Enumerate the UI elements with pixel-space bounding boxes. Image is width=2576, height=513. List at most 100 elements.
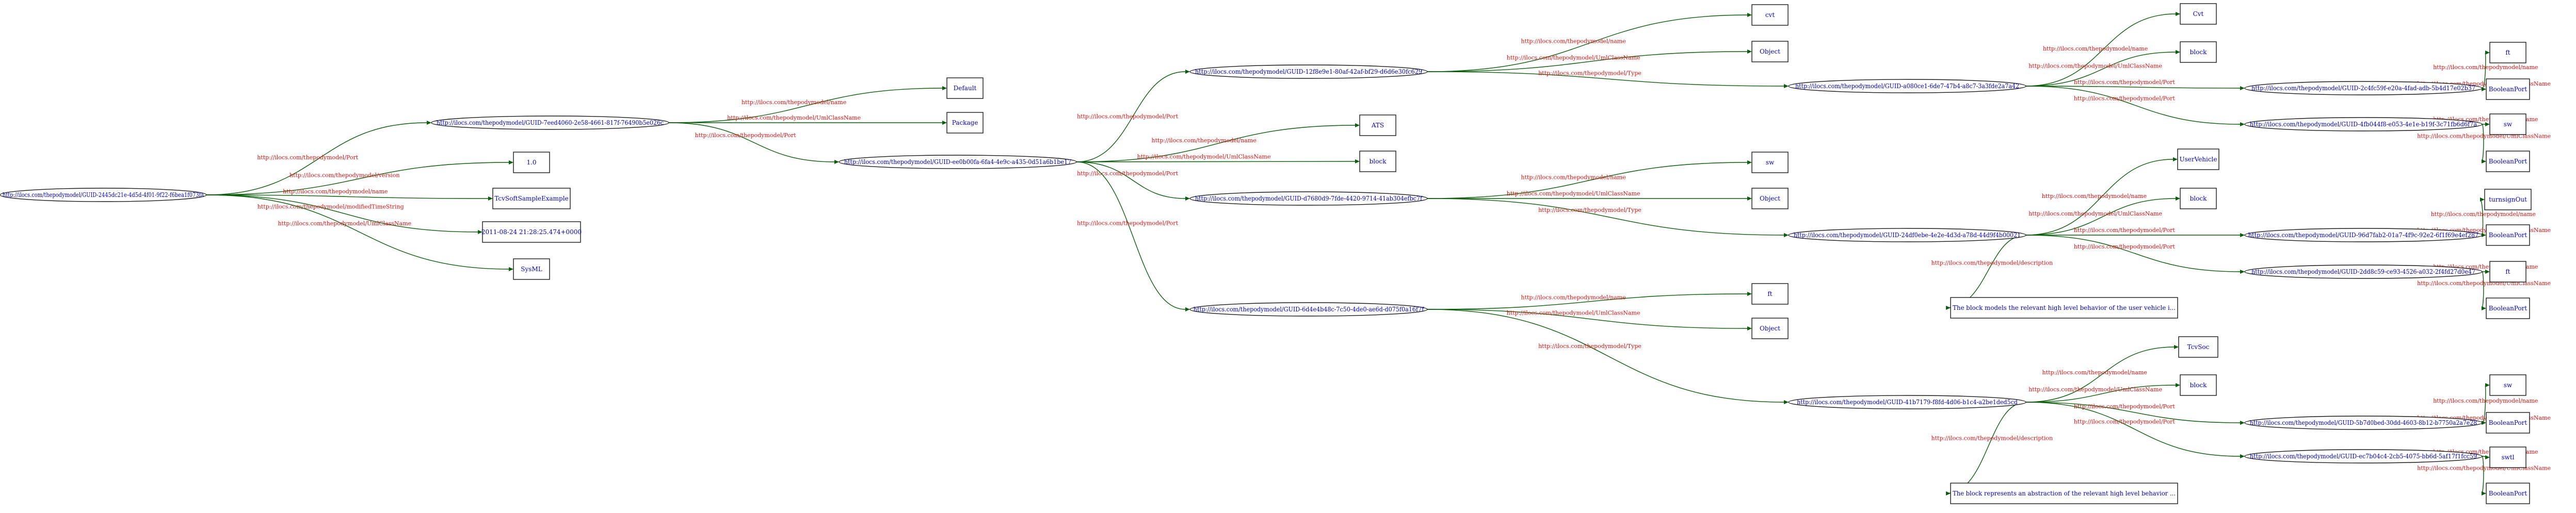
node-label: Cvt [2193, 10, 2204, 18]
edge-arrowhead [1747, 196, 1752, 201]
edge-line [1427, 309, 1784, 403]
edge-label: http://ilocs.com/thepodymodel/name [2043, 45, 2148, 52]
edge-label: http://ilocs.com/thepodymodel/Port [1077, 170, 1179, 177]
literal-node: Object [1751, 188, 1789, 209]
edge-line [2025, 385, 2176, 403]
edge-line [1427, 14, 1748, 72]
edge-line [2481, 456, 2484, 494]
literal-node: BooleanPort [2486, 483, 2530, 504]
edge-arrowhead [488, 196, 493, 201]
literal-node-box [2486, 297, 2530, 319]
uri-node-ellipse [431, 115, 669, 130]
uri-node-ellipse [2244, 416, 2483, 430]
literal-node-box [2489, 446, 2526, 468]
edge-label: http://ilocs.com/thepodymodel/UmlClassNa… [278, 220, 411, 227]
literal-node-box [2489, 261, 2526, 283]
edge-label: http://ilocs.com/thepodymodel/UmlClassNa… [1507, 310, 1640, 317]
edge: http://ilocs.com/thepodymodel/UmlClassNa… [2025, 196, 2180, 236]
node-label: Package [952, 119, 978, 126]
node-label: ft [1767, 290, 1772, 297]
edge-line [668, 122, 835, 162]
edge-arrowhead [2482, 306, 2486, 310]
literal-node-box [2177, 148, 2219, 170]
edge-arrowhead [2240, 454, 2245, 458]
edge-line [206, 162, 509, 195]
uri-node: http://ilocs.com/thepodymodel/GUID-4fb04… [2244, 117, 2483, 131]
literal-node: TcvSoc [2178, 336, 2218, 358]
edge-line [1427, 309, 1748, 329]
uri-node: http://ilocs.com/thepodymodel/GUID-a080c… [1788, 79, 2026, 93]
literal-node: block [2180, 41, 2217, 63]
node-label: block [2190, 382, 2207, 389]
edge-arrowhead [2176, 196, 2180, 201]
literal-node: turnsignOut [2484, 189, 2532, 210]
edge-arrowhead [2482, 87, 2486, 91]
edge-line [2025, 159, 2174, 236]
literal-node-box [2180, 3, 2217, 25]
edge-line [2025, 402, 2241, 423]
edge-label: http://ilocs.com/thepodymodel/Port [2074, 95, 2176, 102]
edge-label: http://ilocs.com/thepodymodel/name [283, 188, 388, 195]
edge-arrowhead [2485, 122, 2490, 126]
uri-node: http://ilocs.com/thepodymodel/GUID-6d4e4… [1189, 302, 1428, 317]
edge: http://ilocs.com/thepodymodel/UmlClassNa… [1427, 309, 1752, 330]
edge-line [1945, 235, 2026, 308]
edge-label: http://ilocs.com/thepodymodel/Port [2074, 243, 2176, 250]
literal-node-box [492, 188, 571, 209]
node-label: http://ilocs.com/thepodymodel/GUID-4fb04… [2250, 121, 2477, 128]
literal-node: sw [1751, 152, 1789, 173]
node-label: http://ilocs.com/thepodymodel/GUID-5b7d0… [2250, 419, 2477, 426]
node-label: block [2190, 195, 2207, 202]
literal-node: Default [946, 77, 984, 99]
literal-node-box [513, 258, 550, 280]
edge: http://ilocs.com/thepodymodel/Port [1076, 161, 1190, 201]
edge-label: http://ilocs.com/thepodymodel/descriptio… [1931, 259, 2053, 266]
literal-node: SysML [513, 258, 550, 280]
edge-label: http://ilocs.com/thepodymodel/UmlClassNa… [1507, 54, 1640, 61]
edge-label: http://ilocs.com/thepodymodel/Type [1538, 343, 1641, 350]
edge: http://ilocs.com/thepodymodel/name [1427, 160, 1752, 199]
edge-arrowhead [942, 121, 947, 125]
edge-label: http://ilocs.com/thepodymodel/name [1521, 38, 1625, 45]
edge-label: http://ilocs.com/thepodymodel/Port [257, 154, 359, 161]
node-label: Object [1760, 195, 1780, 202]
literal-node: block [1359, 151, 1396, 172]
uri-node: http://ilocs.com/thepodymodel/GUID-2c4fc… [2244, 81, 2483, 95]
edge: http://ilocs.com/thepodymodel/name [668, 86, 947, 123]
node-label: http://ilocs.com/thepodymodel/GUID-ec7b0… [2250, 453, 2477, 460]
node-label: http://ilocs.com/thepodymodel/GUID-2c4fc… [2251, 85, 2475, 92]
edge-label: http://ilocs.com/thepodymodel/name [2433, 398, 2538, 404]
edge-line [1427, 198, 1784, 236]
edge: http://ilocs.com/thepodymodel/version [206, 160, 513, 195]
literal-node: ft [2489, 42, 2526, 63]
edge-line [2025, 346, 2175, 403]
edge: http://ilocs.com/thepodymodel/name [2431, 197, 2536, 236]
edge-line [206, 194, 478, 233]
literal-node-box [2486, 224, 2530, 246]
edge-arrowhead [2240, 233, 2245, 237]
node-label: http://ilocs.com/thepodymodel/GUID-ee0b0… [844, 158, 1071, 166]
edge-arrowhead [2240, 270, 2245, 274]
edge: http://ilocs.com/thepodymodel/Port [206, 121, 431, 195]
uri-node-ellipse [1788, 228, 2026, 242]
uri-node: http://ilocs.com/thepodymodel/GUID-96d7f… [2244, 228, 2483, 242]
literal-node: cvt [1751, 4, 1789, 26]
edge-arrowhead [2174, 345, 2179, 349]
node-label: TcvSoc [2187, 343, 2210, 351]
edge-arrowhead [2240, 86, 2245, 90]
literal-node: block [2180, 374, 2217, 396]
literal-node-box [1751, 152, 1789, 173]
node-label: http://ilocs.com/thepodymodel/GUID-d7680… [1195, 195, 1423, 202]
edge-line [2481, 124, 2484, 162]
edge-arrowhead [509, 267, 513, 271]
literal-node: The block models the relevant high level… [1950, 297, 2178, 319]
edge-label: http://ilocs.com/thepodymodel/Port [2074, 403, 2176, 410]
edge-arrowhead [2485, 383, 2490, 387]
edge-arrowhead [1784, 233, 1789, 237]
edge: http://ilocs.com/thepodymodel/UmlClassNa… [2025, 383, 2180, 403]
literal-node: sw [2489, 113, 2526, 135]
edge-arrowhead [1747, 13, 1752, 17]
edge: http://ilocs.com/thepodymodel/modifiedTi… [206, 194, 482, 234]
edge-label: http://ilocs.com/thepodymodel/UmlClassNa… [2028, 62, 2162, 69]
edge-label: http://ilocs.com/thepodymodel/UmlClassNa… [2417, 280, 2551, 287]
